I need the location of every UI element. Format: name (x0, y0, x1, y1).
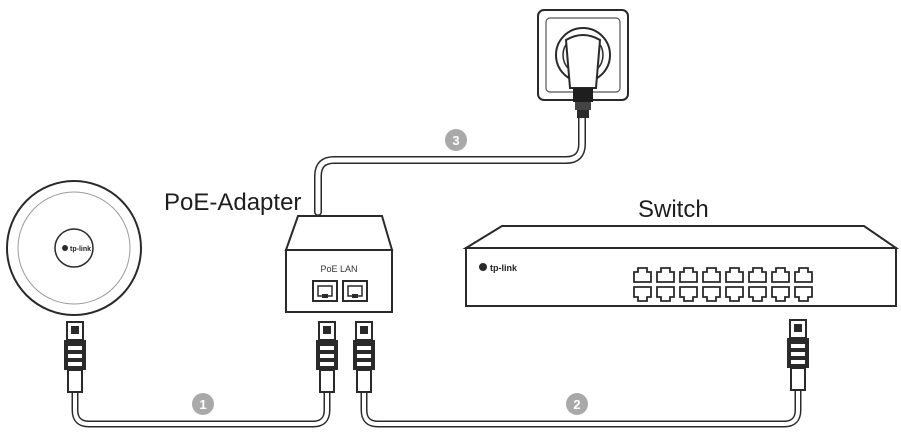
step-badge-1: 1 (192, 393, 214, 415)
adapter-lan-port-icon (342, 280, 368, 302)
switch-port-icon (771, 267, 790, 283)
switch-port-icon (748, 286, 767, 302)
adapter-poe-port-icon (312, 280, 338, 302)
switch-brand-label: tp-link (490, 263, 518, 273)
adapter-port-label: PoE LAN (320, 264, 357, 274)
switch-port-icon (633, 286, 652, 302)
ap-brand-label: tp-link (70, 246, 91, 253)
poe-adapter-label: PoE-Adapter (164, 189, 301, 216)
adapter-poe-connector (316, 321, 338, 393)
network-switch: tp-link (462, 225, 900, 307)
power-plug-icon (564, 34, 602, 89)
switch-port-icon (794, 286, 813, 302)
switch-port-icon (725, 286, 744, 302)
wall-outlet (537, 9, 629, 118)
switch-port-icon (794, 267, 813, 283)
switch-port-icon (679, 286, 698, 302)
ap-ethernet-connector (64, 321, 86, 393)
switch-port-icon (656, 267, 675, 283)
switch-port-icon (725, 267, 744, 283)
switch-port-icon (771, 286, 790, 302)
step-badge-2: 2 (566, 393, 588, 415)
step-number: 3 (452, 133, 459, 148)
switch-port-icon (633, 267, 652, 283)
ap-logo-icon: tp-link (62, 245, 91, 253)
cables (71, 114, 802, 428)
switch-port-grid (633, 267, 813, 302)
adapter-lan-connector (353, 321, 375, 393)
switch-port-icon (656, 286, 675, 302)
switch-port-icon (679, 267, 698, 283)
switch-port-icon (748, 267, 767, 283)
poe-adapter: PoE LAN (284, 215, 394, 313)
switch-port-icon (702, 267, 721, 283)
switch-port-icon (702, 286, 721, 302)
switch-label: Switch (638, 196, 709, 223)
access-point: tp-link (6, 180, 142, 316)
step-number: 1 (199, 397, 206, 412)
switch-logo-icon: tp-link (479, 263, 518, 273)
switch-ethernet-connector (787, 319, 809, 391)
step-badge-3: 3 (445, 129, 467, 151)
step-number: 2 (573, 397, 580, 412)
